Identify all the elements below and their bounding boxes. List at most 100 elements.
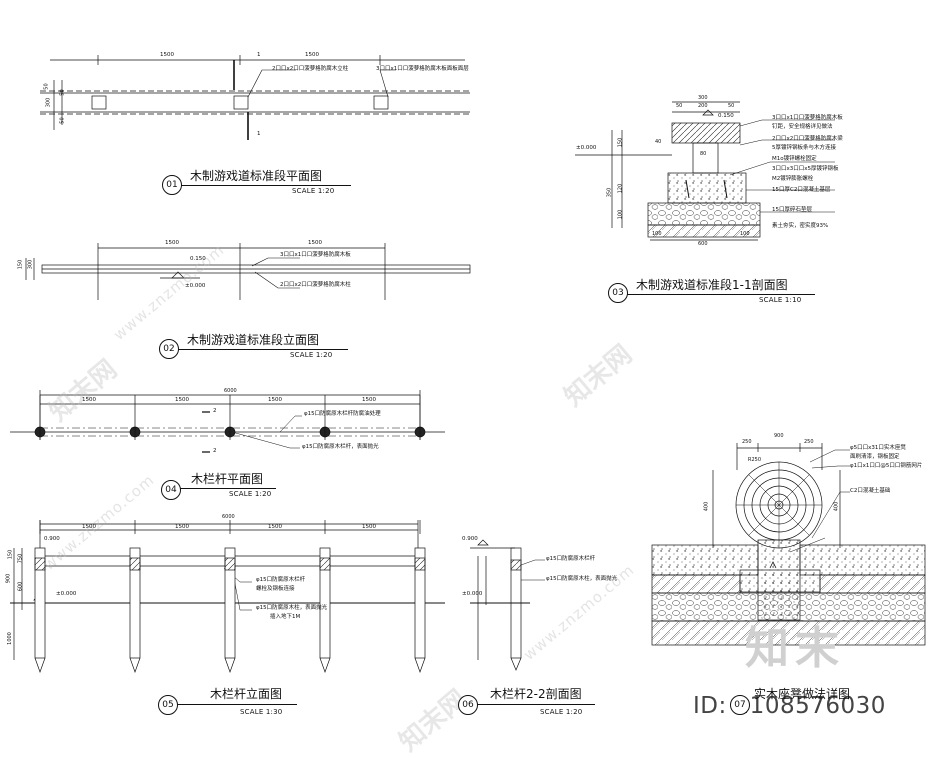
drawing-scale: SCALE 1:20 [540,708,583,716]
callout-note: φ15口防腐原木柱，表面抛光 [546,576,618,582]
callout-note: 2口口x2口口菠萝格防腐木梁 [772,136,843,142]
dim-text: 50 [676,103,683,109]
dim-text: 750 [17,553,24,564]
dim-text: 150 [7,549,14,560]
dim-text: 1500 [160,52,174,58]
drawing-scale: SCALE 1:10 [759,296,802,304]
dim-text: 150 [617,137,624,148]
drawing-03-section [575,101,835,241]
drawing-scale: SCALE 1:30 [240,708,283,716]
title-underline [627,294,815,295]
elevation-mark: 0.150 [718,113,734,119]
callout-note: φ15口防腐原木栏杆 [546,556,596,562]
railing-post-elevation [34,547,46,659]
callout-note: 素土夯实，密实度93% [772,223,829,229]
dim-text: 1000 [6,632,13,645]
dim-text: 1500 [82,524,96,530]
drawing-scale: SCALE 1:20 [292,187,335,195]
callout-note: 3口口x3口口x5厚镀锌钢板 [772,166,839,172]
callout-note: φ5口口x31口实木座凳 [850,445,906,451]
callout-note: 15口厚C2口混凝土基层 [772,187,831,193]
callout-note: φ15口防腐原木栏杆防腐油处理 [304,411,381,417]
drawing-number: 03 [608,283,628,303]
rail-joint [319,557,331,571]
drawing-title: 实木座凳做法详图 [754,687,851,701]
post-tip [319,657,331,674]
callout-note: C2口混凝土基础 [850,488,891,494]
dim-text: 100 [652,231,662,237]
callout-note: φ15口防腐原木栏杆，表面抛光 [302,444,379,450]
dim-text: 300 [27,259,34,270]
dim-text: 600 [17,581,24,592]
drawing-scale: SCALE 1:20 [229,490,272,498]
dim-text: 1500 [362,397,376,403]
dim-text: 1500 [308,240,322,246]
title-underline [477,704,595,705]
section-mark: 1 [257,52,261,58]
drawing-number: 07 [730,695,750,715]
section-mark: 2 [213,408,217,414]
railing-post-elevation [224,547,236,659]
dim-text: 1500 [82,397,96,403]
title-underline [178,349,348,350]
dim-text: 50 [59,89,66,96]
drawing-01-plan [40,55,470,140]
callout-note: φ1口x1口口@5口口钢筋网片 [850,463,923,469]
dim-text: 100 [740,231,750,237]
callout-note: 3口口x1口口菠萝格防腐木板 [772,115,843,121]
dim-text: 400 [833,501,840,512]
drawing-title: 木栏杆平面图 [191,472,264,486]
railing-post-elevation [414,547,426,659]
dim-text: 100 [617,209,624,220]
dim-text: 200 [698,103,708,109]
elevation-mark: ±0.000 [576,145,597,151]
dim-text: 300 [45,97,52,108]
dim-text: 1500 [268,524,282,530]
dim-text: 300 [698,95,708,101]
callout-note: M1o镀锌螺栓固定 [772,156,817,162]
drawing-title: 木栏杆立面图 [210,687,283,701]
dim-text: 80 [700,151,707,157]
dim-text: 1500 [305,52,319,58]
dim-text: 1500 [165,240,179,246]
rail-joint [34,557,46,571]
dim-text: 50 [43,83,50,90]
callout-note: 插入地下1M [270,614,301,620]
dim-text: 150 [17,259,24,270]
brand-watermark: 知末 [745,623,845,674]
title-underline [177,704,297,705]
callout-note: 15口厚碎石垫层 [772,207,812,213]
drawing-title: 木制游戏道标准段1-1剖面图 [636,278,788,292]
dim-text: 40 [655,139,662,145]
dim-text: 900 [774,433,784,439]
callout-note: 2口口x2口口菠萝格防腐木立柱 [272,66,349,72]
dim-text: 50 [59,117,66,124]
rail-joint [129,557,141,571]
dim-text: 1500 [175,397,189,403]
dim-text: 600 [698,241,708,247]
dim-text: 1500 [362,524,376,530]
drawing-title: 木制游戏道标准段平面图 [190,169,323,183]
dim-text: 120 [617,183,624,194]
elevation-mark: ±0.000 [462,591,483,597]
post-section [510,547,522,659]
elevation-mark: ±0.000 [185,283,206,289]
dim-text: 6000 [222,514,235,520]
drawing-number: 01 [162,175,182,195]
image-id: ID: 1108576030 [693,693,886,719]
post-tip [34,657,46,674]
callout-note: 5厚镀锌钢板条与木方连接 [772,145,837,151]
dim-text: 250 [804,439,814,445]
callout-note: 螺栓及钢板连接 [256,586,295,592]
dim-text: 400 [703,501,710,512]
post-tip [414,657,426,674]
callout-note: 2口口x2口口菠萝格防腐木柱 [280,282,351,288]
dim-text: 1500 [268,397,282,403]
elevation-mark: 0.900 [44,536,60,542]
drawing-title: 木栏杆2-2剖面图 [490,687,582,701]
drawing-07-bench [651,443,926,646]
drawing-number: 02 [159,339,179,359]
callout-note: 3口口x1口口菠萝格防腐木板面板面层 [376,66,469,72]
title-underline [180,488,276,489]
